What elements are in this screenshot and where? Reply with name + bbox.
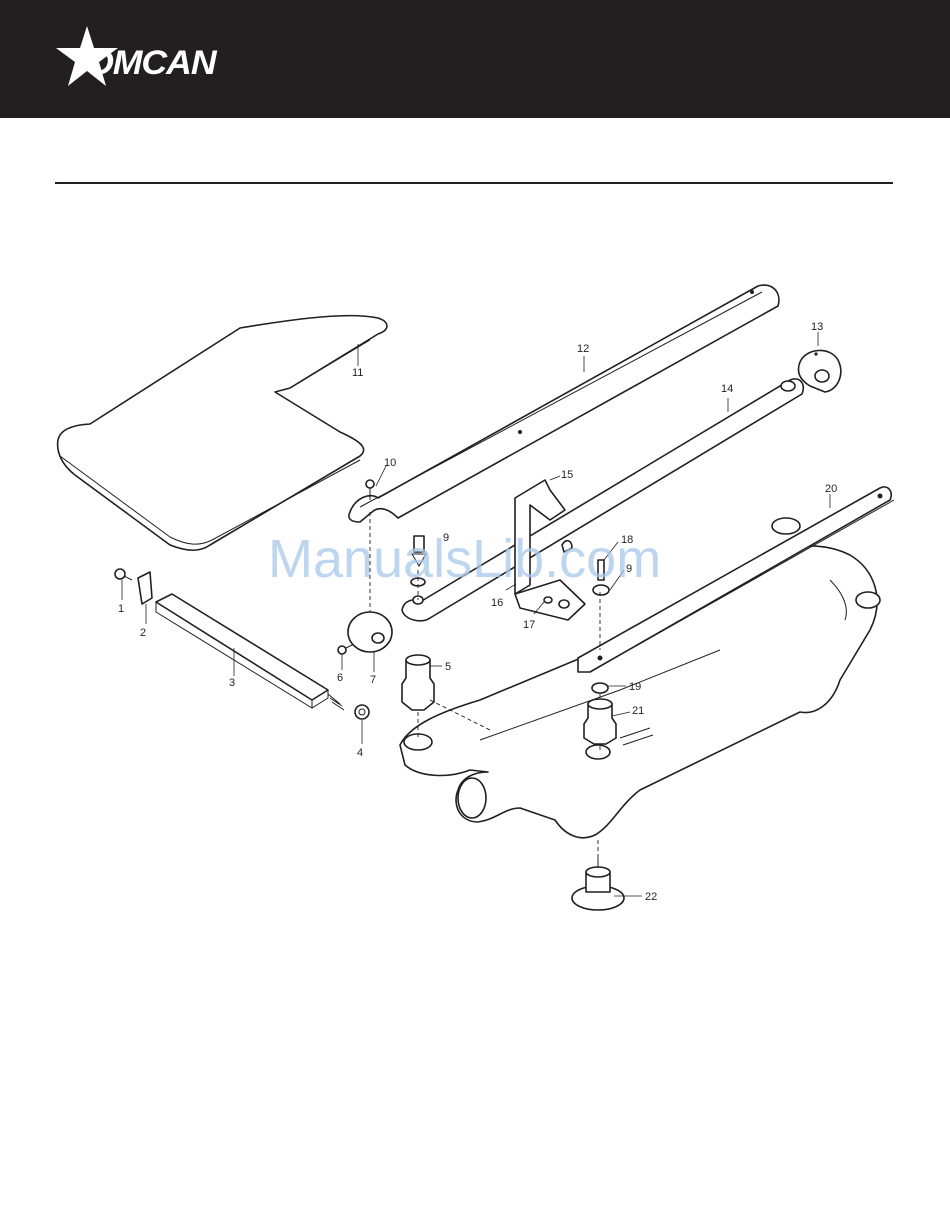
- callout-3: 3: [229, 677, 235, 689]
- callout-4: 4: [357, 747, 363, 759]
- exploded-parts-diagram: 1 2 3 4 5 6 7 9 9 10 11 12 13 14 15 16 1…: [0, 240, 950, 960]
- part-22-foot: [572, 858, 624, 910]
- callout-14: 14: [721, 383, 733, 395]
- callout-2: 2: [140, 627, 146, 639]
- callout-12: 12: [577, 343, 589, 355]
- title-rule: [55, 182, 893, 184]
- page-header: OMCAN: [0, 0, 950, 118]
- callout-19: 19: [629, 681, 641, 693]
- callout-1: 1: [118, 603, 124, 615]
- callout-15: 15: [561, 469, 573, 481]
- callout-11: 11: [352, 367, 363, 379]
- callout-6: 6: [337, 672, 343, 684]
- part-12-cover: [349, 285, 779, 522]
- callout-20: 20: [825, 483, 837, 495]
- callout-5: 5: [445, 661, 451, 673]
- callout-17: 17: [523, 619, 535, 631]
- callout-10: 10: [384, 457, 396, 469]
- watermark-text: ManualsLib.com: [268, 528, 661, 590]
- part-3-bar: [156, 594, 344, 710]
- brand-name: OMCAN: [86, 44, 216, 83]
- part-11-table: [58, 316, 387, 551]
- callout-22: 22: [645, 891, 657, 903]
- part-13-end-cap: [798, 350, 840, 392]
- callout-16: 16: [491, 597, 503, 609]
- callout-13: 13: [811, 321, 823, 333]
- callout-7: 7: [370, 674, 376, 686]
- callout-21: 21: [632, 705, 644, 717]
